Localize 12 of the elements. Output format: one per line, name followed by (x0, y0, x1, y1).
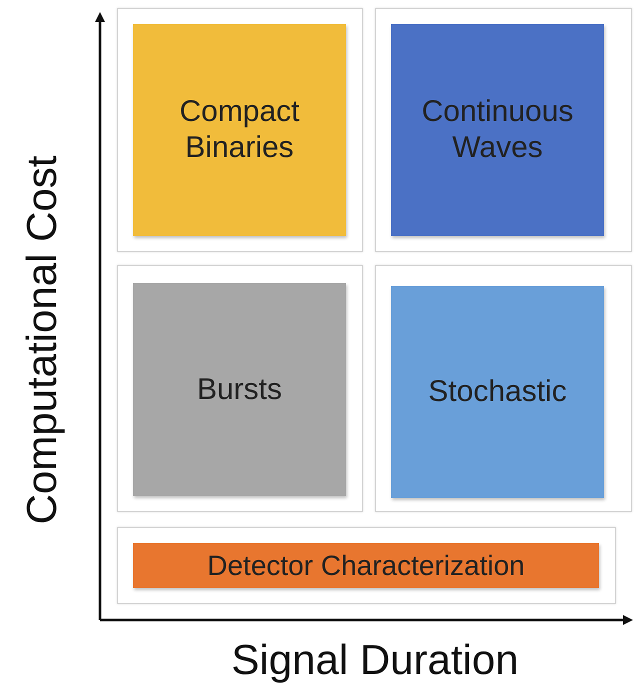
axis-label: Computational Cost (18, 156, 66, 524)
axis-label: Signal Duration (231, 636, 519, 684)
node-label: Stochastic (427, 374, 568, 410)
process-box (133, 24, 346, 236)
process-box (391, 24, 604, 236)
process-box (133, 283, 346, 496)
process-bar (133, 543, 599, 588)
node-label: Compact Binaries (178, 94, 301, 166)
process-box (391, 286, 604, 498)
node-label: Bursts (196, 372, 284, 408)
node-label: Detector Characterization (206, 548, 526, 582)
node-label: Continuous Waves (420, 94, 574, 166)
